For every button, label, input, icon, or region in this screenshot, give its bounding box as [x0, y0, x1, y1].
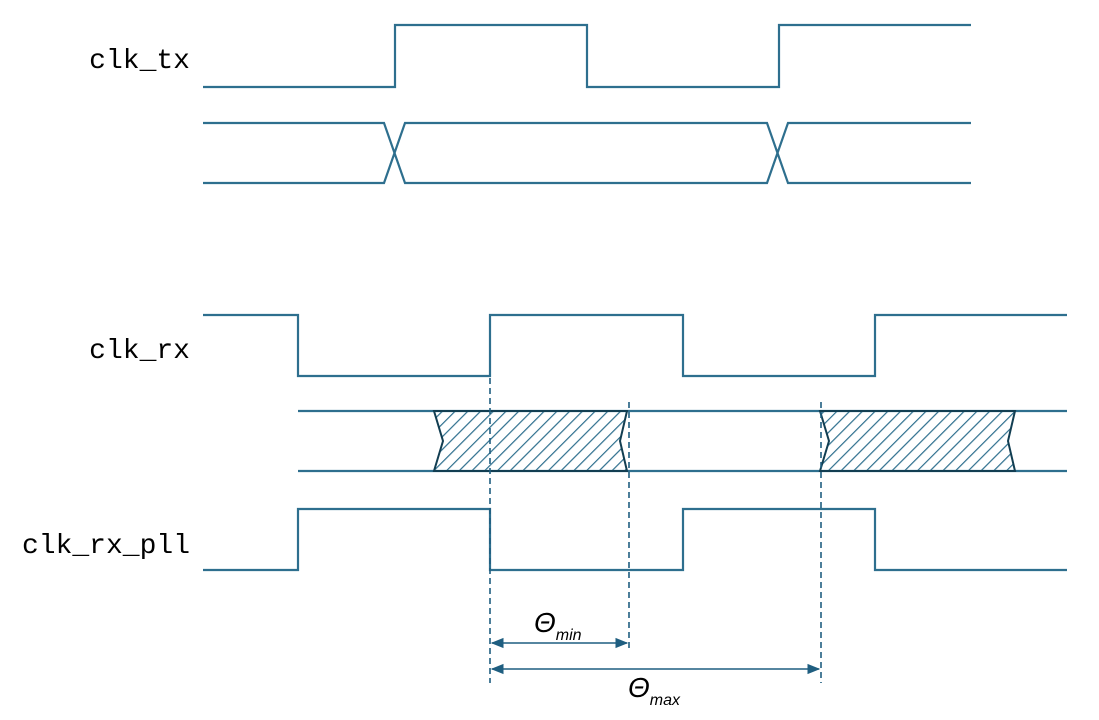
- data-tx-bus-lower: [203, 121, 971, 185]
- data-tx-bus: [203, 121, 971, 185]
- data-tx-bus-upper: [203, 121, 971, 185]
- theta-max-label: Θmax: [628, 672, 681, 709]
- clk-rx-pll-waveform: [203, 507, 1067, 572]
- theta-max-subscript: max: [650, 692, 681, 709]
- data-rx-uncertainty-window-1: [432, 410, 629, 472]
- theta-min-label: Θmin: [534, 607, 582, 644]
- clk-tx-waveform: [203, 23, 971, 89]
- signal-label-clk-rx: clk_rx: [89, 336, 190, 367]
- data-rx-bus: [298, 409, 1067, 473]
- signal-label-clk-tx: clk_tx: [89, 46, 190, 77]
- signal-label-clk-rx-pll: clk_rx_pll: [22, 531, 190, 562]
- theta-min-subscript: min: [556, 627, 582, 644]
- theta-min-symbol: Θ: [534, 607, 556, 638]
- clk-rx-waveform: [203, 313, 1067, 378]
- data-rx-uncertainty-window-2: [818, 410, 1017, 472]
- theta-max-symbol: Θ: [628, 672, 650, 703]
